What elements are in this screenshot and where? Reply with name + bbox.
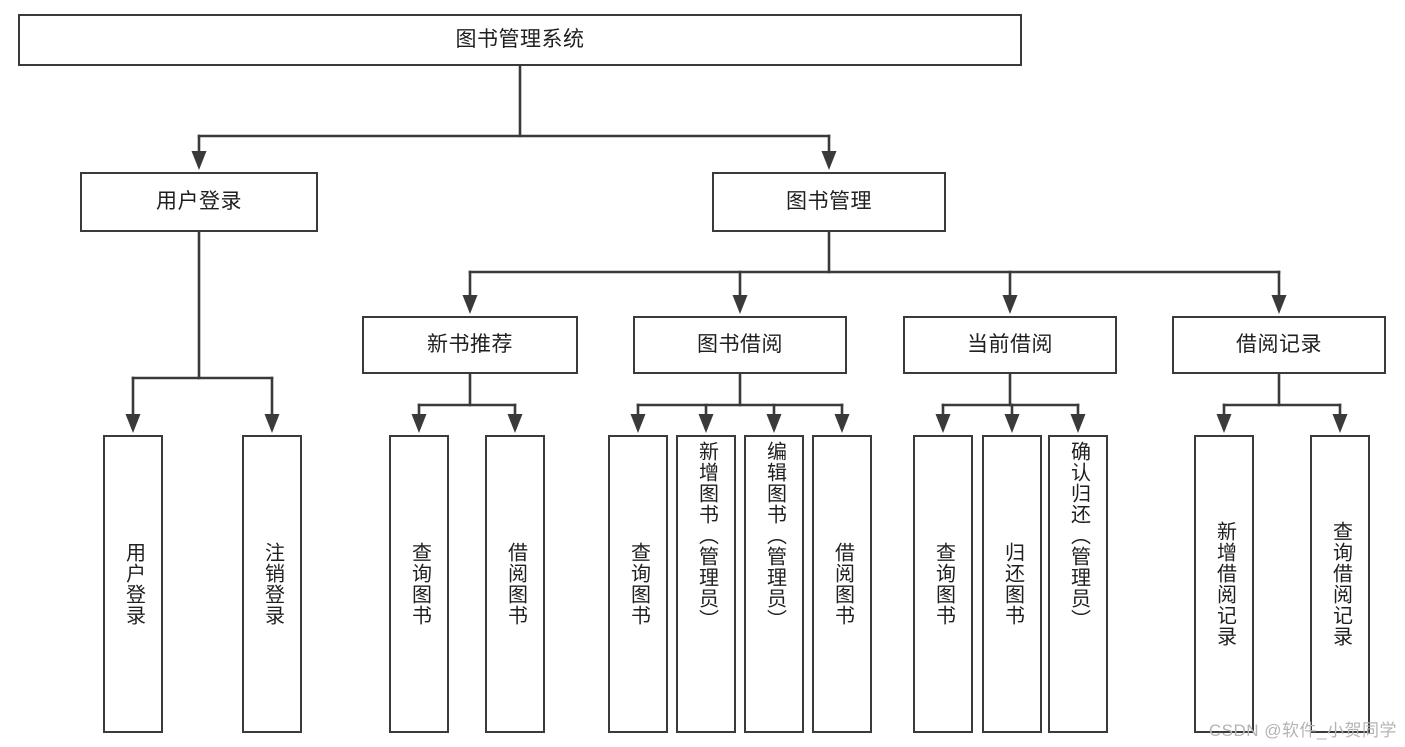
- node-borrow-record-label: 借阅记录: [1236, 333, 1322, 357]
- leaf-query-book-recommend[interactable]: 查询图书: [389, 435, 449, 733]
- leaf-query-book-current[interactable]: 查询图书: [913, 435, 973, 733]
- node-book-management-label: 图书管理: [786, 190, 872, 214]
- leaf-query-borrow-record[interactable]: 查询借阅记录: [1310, 435, 1370, 733]
- node-current-borrow[interactable]: 当前借阅: [903, 316, 1117, 374]
- leaf-borrow-book[interactable]: 借阅图书: [812, 435, 872, 733]
- leaf-confirm-return-admin[interactable]: 确认归还（管理员）: [1048, 435, 1108, 733]
- node-new-book-recommend[interactable]: 新书推荐: [362, 316, 578, 374]
- leaf-borrow-book-label: 借阅图书: [831, 542, 854, 626]
- leaf-query-book-current-label: 查询图书: [932, 542, 955, 626]
- node-book-borrow-label: 图书借阅: [697, 333, 783, 357]
- leaf-user-login[interactable]: 用户登录: [103, 435, 163, 733]
- node-borrow-record[interactable]: 借阅记录: [1172, 316, 1386, 374]
- leaf-edit-book-admin-label: 编辑图书（管理员）: [763, 441, 786, 630]
- leaf-add-borrow-record[interactable]: 新增借阅记录: [1194, 435, 1254, 733]
- leaf-query-borrow-record-label: 查询借阅记录: [1329, 521, 1352, 647]
- leaf-return-book-label: 归还图书: [1001, 542, 1024, 626]
- leaf-edit-book-admin[interactable]: 编辑图书（管理员）: [744, 435, 804, 733]
- node-book-management[interactable]: 图书管理: [712, 172, 946, 232]
- leaf-query-book-borrow[interactable]: 查询图书: [608, 435, 668, 733]
- leaf-return-book[interactable]: 归还图书: [982, 435, 1042, 733]
- leaf-borrow-book-recommend-label: 借阅图书: [504, 542, 527, 626]
- leaf-logout[interactable]: 注销登录: [242, 435, 302, 733]
- leaf-logout-label: 注销登录: [261, 542, 284, 626]
- node-root-label: 图书管理系统: [455, 28, 585, 52]
- node-user-login-label: 用户登录: [156, 190, 242, 214]
- leaf-borrow-book-recommend[interactable]: 借阅图书: [485, 435, 545, 733]
- leaf-add-borrow-record-label: 新增借阅记录: [1213, 521, 1236, 647]
- node-book-borrow[interactable]: 图书借阅: [633, 316, 847, 374]
- leaf-user-login-label: 用户登录: [122, 542, 145, 626]
- leaf-query-book-borrow-label: 查询图书: [627, 542, 650, 626]
- node-current-borrow-label: 当前借阅: [967, 333, 1053, 357]
- leaf-add-book-admin[interactable]: 新增图书（管理员）: [676, 435, 736, 733]
- watermark-text: CSDN @软件_小贺同学: [1208, 721, 1397, 740]
- leaf-add-book-admin-label: 新增图书（管理员）: [695, 441, 718, 630]
- node-user-login[interactable]: 用户登录: [80, 172, 318, 232]
- node-new-book-recommend-label: 新书推荐: [427, 333, 513, 357]
- leaf-query-book-recommend-label: 查询图书: [408, 542, 431, 626]
- node-root[interactable]: 图书管理系统: [18, 14, 1022, 66]
- leaf-confirm-return-admin-label: 确认归还（管理员）: [1067, 441, 1090, 630]
